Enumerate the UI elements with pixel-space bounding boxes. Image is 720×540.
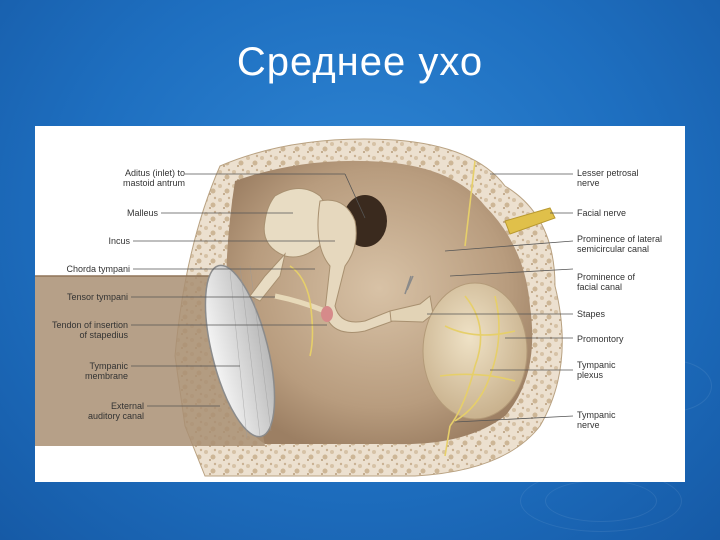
stapedius-tendon: [321, 306, 333, 322]
label-malleus: Malleus: [126, 208, 158, 218]
label-chorda-tympani: Chorda tympani: [66, 264, 130, 274]
leader-lines: [131, 173, 574, 423]
tympanic-plexus-nerves: [289, 160, 516, 457]
facial-nerve-stump: [504, 207, 556, 235]
middle-ear-illustration: [35, 138, 574, 477]
label-incus: Incus: [108, 236, 130, 246]
label-promontory: Promontory: [577, 334, 624, 344]
ripple-decoration: [545, 480, 657, 522]
tensor-tympani-tendon: [274, 293, 326, 314]
promontory-bulge: [422, 282, 528, 420]
label-tensor-tympani: Tensor tympani: [66, 292, 128, 302]
tympanic-membrane-shape: [204, 264, 276, 438]
incus-bone: [317, 199, 394, 333]
malleus-bone: [249, 188, 330, 302]
slide-title: Среднее ухо: [236, 40, 484, 84]
label-facial-nerve: Facial nerve: [577, 208, 627, 218]
label-stapes: Stapes: [577, 309, 606, 319]
